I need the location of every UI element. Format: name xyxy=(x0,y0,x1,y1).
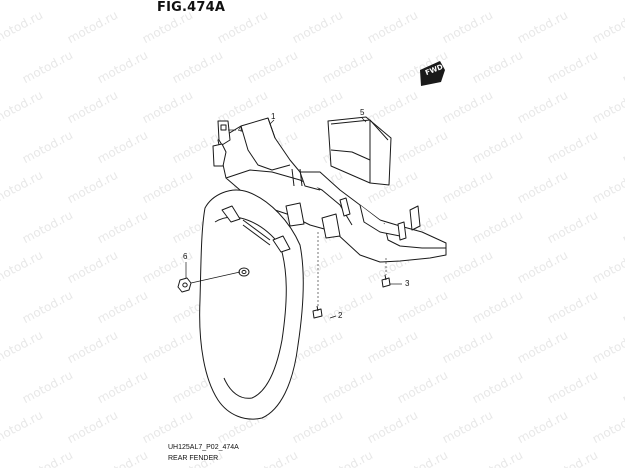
part-3-screw xyxy=(381,274,391,288)
part-1-fender-upper xyxy=(217,117,447,263)
callout-1: 1 xyxy=(271,112,276,121)
callout-2: 2 xyxy=(338,311,343,320)
callout-5: 5 xyxy=(360,108,365,117)
part-1-fender-flap xyxy=(199,189,304,420)
figure-code: UH125AL7_P02_474A xyxy=(168,444,239,451)
leader-6b xyxy=(190,271,241,284)
callout-6: 6 xyxy=(183,252,188,261)
leader-2 xyxy=(329,315,337,319)
callout-3: 3 xyxy=(405,279,410,288)
figure-title: FIG.474A xyxy=(157,0,226,15)
callout-4: 4 xyxy=(238,125,243,134)
part-4-bracket xyxy=(212,120,231,167)
part-2-screw xyxy=(312,305,323,319)
part-5-plate xyxy=(327,116,392,186)
leader-5 xyxy=(361,117,367,123)
part-1-brackets xyxy=(285,197,421,241)
figure-caption: REAR FENDER xyxy=(168,455,219,462)
leader-1 xyxy=(269,119,275,125)
part-6-nut xyxy=(177,277,192,293)
part-6-grommet xyxy=(238,267,250,277)
fwd-arrow-icon xyxy=(420,61,445,86)
